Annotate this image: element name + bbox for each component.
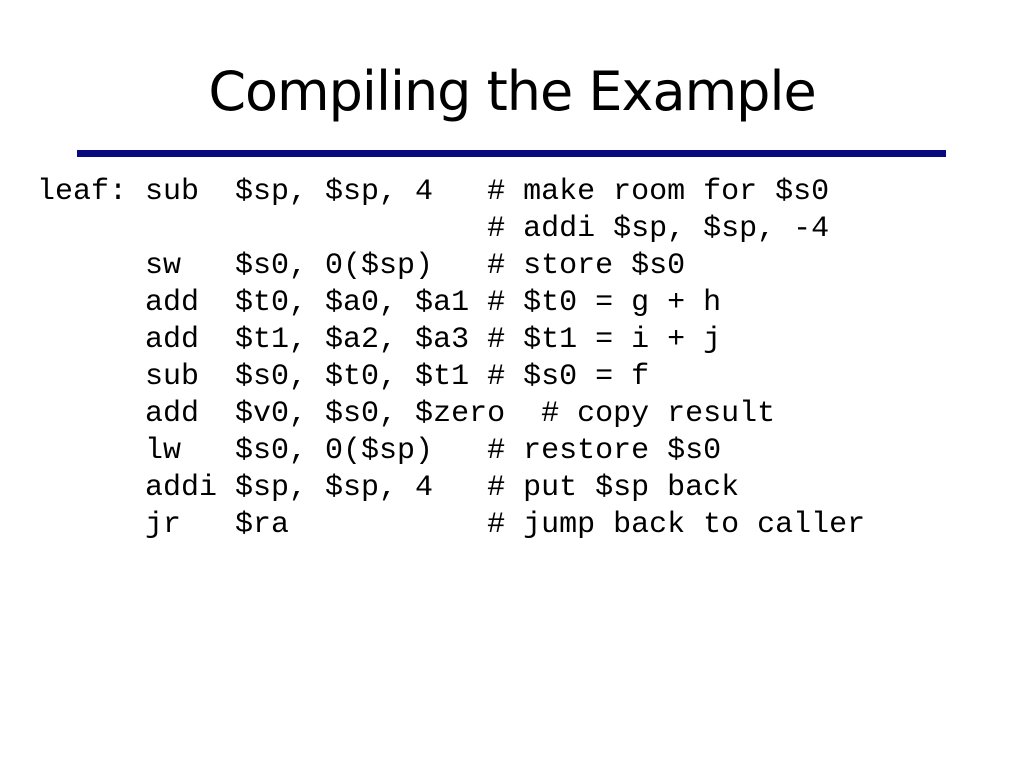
code-line-7: add $v0, $s0, $zero # copy result (37, 397, 776, 431)
code-line-3: sw $s0, 0($sp) # store $s0 (37, 249, 686, 283)
code-line-5: add $t1, $a2, $a3 # $t1 = i + j (37, 323, 722, 357)
slide-title: Compiling the Example (208, 60, 816, 123)
code-line-4: add $t0, $a0, $a1 # $t0 = g + h (37, 286, 722, 320)
code-line-9: addi $sp, $sp, 4 # put $sp back (37, 471, 740, 505)
code-line-6: sub $s0, $t0, $t1 # $s0 = f (37, 360, 650, 394)
code-line-1: leaf: sub $sp, $sp, 4 # make room for $s… (37, 175, 830, 209)
code-block: leaf: sub $sp, $sp, 4 # make room for $s… (37, 174, 865, 544)
title-divider (77, 150, 946, 157)
code-line-2: # addi $sp, $sp, -4 (37, 212, 830, 246)
code-line-10: jr $ra # jump back to caller (37, 508, 866, 542)
code-line-8: lw $s0, 0($sp) # restore $s0 (37, 434, 722, 468)
